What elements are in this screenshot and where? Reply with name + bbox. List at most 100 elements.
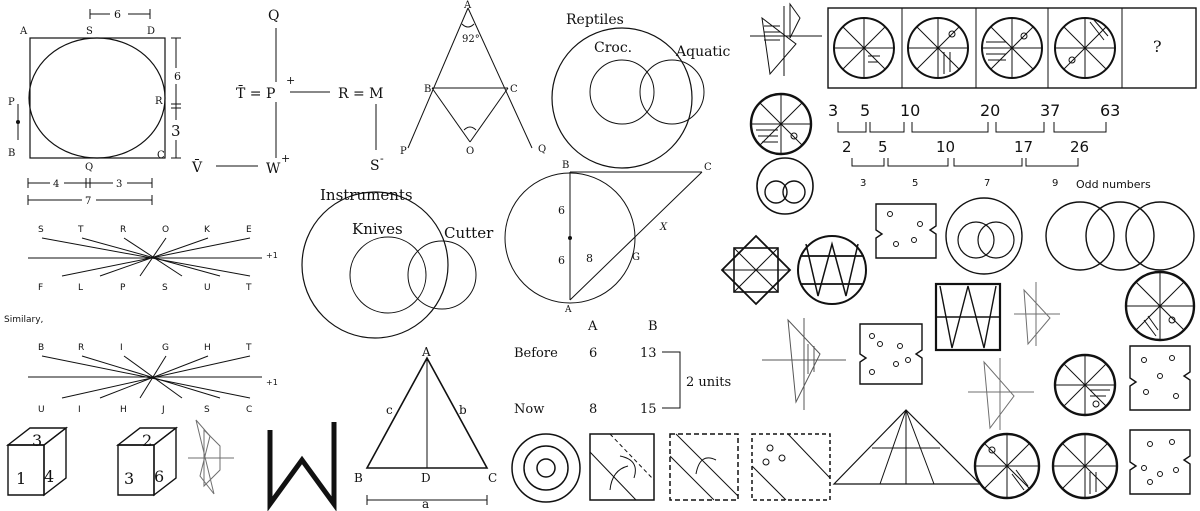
series-diff2-3: 9 <box>1052 178 1058 189</box>
letter-cross-2: B R I G H T U I H J S C +1 <box>28 343 278 415</box>
tri-base-a: a <box>422 497 429 511</box>
dim-bottom-right: 3 <box>116 179 122 190</box>
fold-square-2 <box>669 433 739 501</box>
cross2-bottom-1: I <box>78 405 81 415</box>
series-diff1-2: 10 <box>936 138 955 156</box>
circle-series: ? <box>827 7 1197 89</box>
dim-bottom-total: 7 <box>85 196 91 207</box>
venn-instruments: Instruments <box>320 186 413 204</box>
circle-option-bottom-2 <box>1051 432 1119 500</box>
nested-venn-right <box>945 197 1023 275</box>
series-diff2-1: 5 <box>912 178 918 189</box>
fold-square-1 <box>589 433 655 501</box>
cross1-top-0: S <box>38 225 44 235</box>
label-B: B <box>8 148 15 159</box>
node-W: W <box>266 161 281 177</box>
triangle-grid <box>832 409 982 485</box>
series-top-2: 10 <box>900 101 920 120</box>
cross1-top-4: K <box>204 225 211 235</box>
venn-cutter: Cutter <box>444 224 494 242</box>
mirror-figure-top <box>750 2 822 76</box>
series-diff1-3: 17 <box>1014 138 1033 156</box>
letter-cross-1: S T R O K E F L P S U T +1 <box>28 225 278 293</box>
node-R-M: R = M <box>338 86 384 102</box>
label-Q: Q <box>85 162 93 173</box>
angle-value: 92° <box>462 34 480 45</box>
venn-knives: Knives <box>352 220 403 238</box>
die2-top: 2 <box>142 431 152 450</box>
tri-label-D: D <box>421 471 431 485</box>
angle-label-P: P <box>400 146 407 157</box>
age-note: 2 units <box>686 375 731 390</box>
age-before-b: 13 <box>640 346 657 361</box>
cross1-top-1: T <box>77 225 84 235</box>
punched-paper-4 <box>1129 429 1191 495</box>
label-P: P <box>8 97 15 108</box>
die1-left: 1 <box>16 469 26 488</box>
label-R: R <box>155 96 163 107</box>
two-rings <box>756 157 814 215</box>
label-S: S <box>86 26 93 37</box>
similarly-text: Similary, <box>4 315 43 325</box>
die1-top: 3 <box>32 431 42 450</box>
dice-1: 3 1 4 <box>5 426 69 497</box>
sign-plus-2: + <box>281 152 290 165</box>
relation-diagram: Q T̄ = P + R = M S - V̄ W + <box>191 8 384 177</box>
cross2-bottom-5: C <box>246 405 252 415</box>
die2-left: 3 <box>124 469 134 488</box>
series-note: Odd numbers <box>1076 178 1151 191</box>
mirror-figure-lower <box>968 358 1034 430</box>
sign-minus-1: - <box>380 152 384 165</box>
series-diff1-1: 5 <box>878 138 888 156</box>
series-diff1-4: 26 <box>1070 138 1089 156</box>
fold-square-3 <box>751 433 831 501</box>
cross2-top-5: T <box>245 343 252 353</box>
venn-croc: Croc. <box>594 40 632 56</box>
series-diff2-2: 7 <box>984 178 990 189</box>
tangent-lower: 6 <box>558 254 565 267</box>
triple-rings <box>1045 201 1195 271</box>
angle-label-C: C <box>510 84 518 95</box>
cross1-bottom-2: P <box>120 283 126 293</box>
label-C: C <box>157 150 165 161</box>
rect-zigzag <box>934 282 1002 352</box>
cross2-bottom-0: U <box>38 405 45 415</box>
cross1-top-2: R <box>120 225 126 235</box>
tangent-label-G: G <box>632 252 640 263</box>
cross1-bottom-0: F <box>38 283 43 293</box>
angle-figure: A 92° B C O P Q <box>400 0 546 157</box>
series-circle-3 <box>981 17 1043 79</box>
tangent-label-C: C <box>704 162 712 173</box>
cross2-bottom-4: S <box>204 405 210 415</box>
cross2-top-3: G <box>162 343 169 353</box>
node-S: S <box>370 158 380 174</box>
punched-paper-3 <box>1129 345 1191 411</box>
cross2-note: +1 <box>266 378 278 387</box>
punched-paper-1 <box>875 203 937 259</box>
mirror-figure-center <box>762 318 846 410</box>
venn-aquatic: Aquatic <box>675 44 731 60</box>
cross2-top-2: I <box>120 343 123 353</box>
dim-top: 6 <box>114 8 121 21</box>
square-circle-figure: A S D P R B Q C 6 6 3 4 3 <box>8 6 186 207</box>
reptiles-venn: Reptiles Croc. Aquatic <box>551 12 731 169</box>
angle-label-B: B <box>424 84 431 95</box>
cross2-top-4: H <box>204 343 211 353</box>
tri-side-c: c <box>386 403 393 417</box>
tangent-label-A: A <box>564 305 572 315</box>
sign-plus-1: + <box>286 74 295 87</box>
dice-2: 2 3 6 <box>115 426 179 497</box>
circle-option-bottom-1 <box>973 432 1041 500</box>
cross1-top-3: O <box>162 225 169 235</box>
series-top-5: 63 <box>1100 101 1120 120</box>
series-question-mark: ? <box>1153 37 1162 56</box>
age-header-a: A <box>587 319 598 334</box>
tri-label-B: B <box>354 471 363 485</box>
age-row-before: Before <box>514 346 558 361</box>
number-series: 3 5 10 20 37 63 2 5 10 17 26 3 5 7 9 Odd… <box>828 101 1151 191</box>
dim-right-lower: 3 <box>171 122 181 140</box>
series-diff1-0: 2 <box>842 138 852 156</box>
cross2-bottom-2: H <box>120 405 127 415</box>
cross1-top-5: E <box>246 225 252 235</box>
